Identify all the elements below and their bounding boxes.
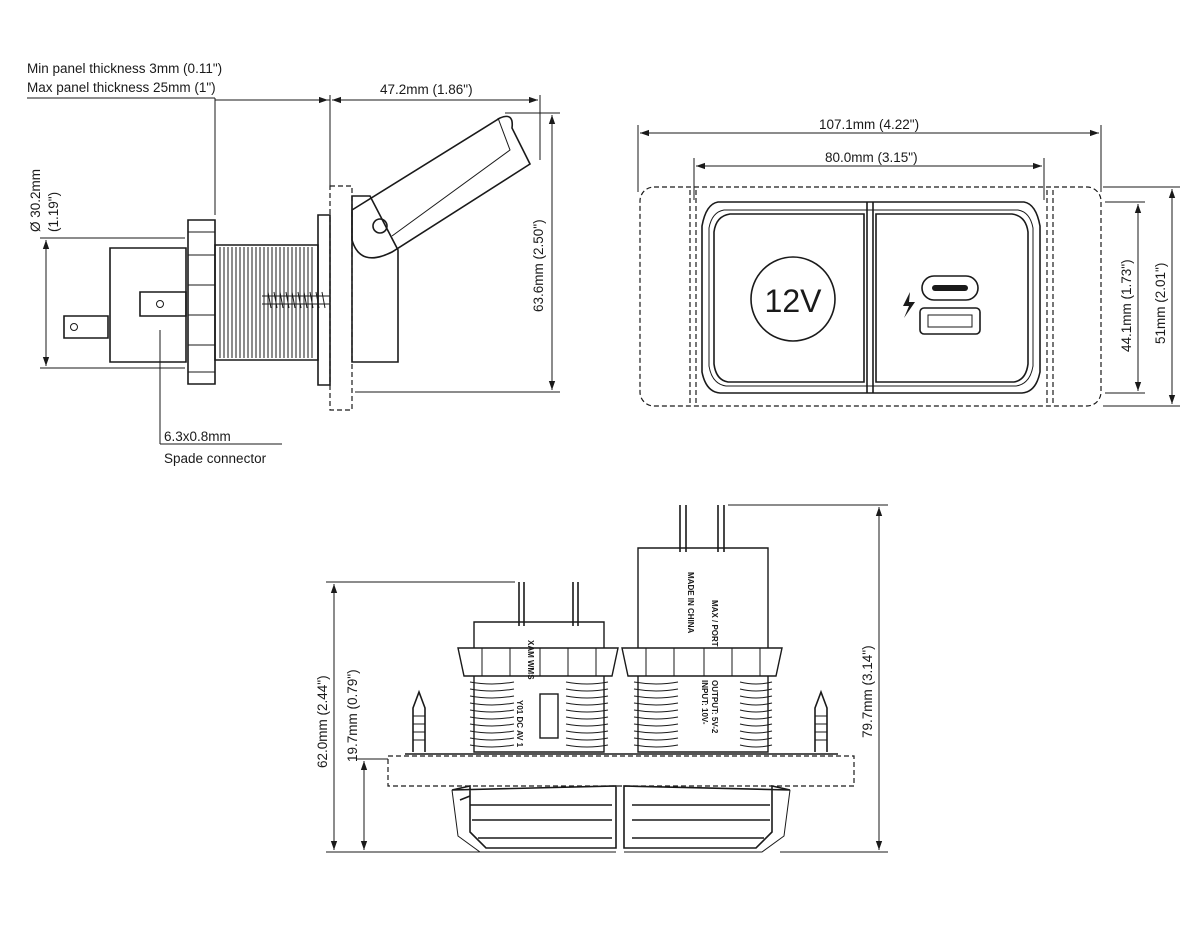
- depth-dimension-label: 47.2mm (1.86"): [380, 82, 473, 97]
- left-nut: [457, 647, 619, 677]
- 12v-socket-icon: [750, 256, 836, 342]
- diameter-label-mm: Ø 30.2mm: [28, 169, 43, 232]
- 12v-socket-label: 12V: [765, 283, 823, 319]
- usb-a-port-icon: [919, 307, 981, 335]
- threaded-barrel: [214, 244, 319, 361]
- usb-socket-cap: [875, 213, 1029, 383]
- left-body-print-2: Y01 DC AV 1: [515, 700, 524, 748]
- left-socket-threads: [469, 681, 609, 748]
- usb-c-port-icon: [921, 275, 979, 301]
- left-body-print-1: XAM WMS: [526, 640, 535, 680]
- protrusion-height-label: 19.7mm (0.79"): [345, 669, 360, 762]
- side-view: Min panel thickness 3mm (0.11") Max pane…: [27, 61, 560, 466]
- right-nut: [621, 647, 783, 677]
- panel-section: [329, 185, 353, 411]
- mounting-nut: [187, 219, 216, 385]
- right-terminal-2: [717, 505, 725, 552]
- 12v-socket-cap: [713, 213, 865, 383]
- spade-terminal-front: [63, 315, 109, 339]
- right-body-print-max: MAX / PORT: [710, 600, 719, 647]
- cutout-height-label: 44.1mm (1.73"): [1119, 259, 1134, 352]
- left-cover: [451, 785, 617, 849]
- left-mounting-stud: [412, 689, 426, 752]
- total-height-label: 62.0mm (2.44"): [315, 675, 330, 768]
- rear-panel-section: [387, 755, 855, 787]
- left-terminal-1: [518, 582, 525, 626]
- diameter-label-in: (1.19"): [46, 192, 61, 232]
- lightning-icon: [903, 292, 915, 318]
- right-socket-threads: [633, 681, 773, 748]
- right-body-print-input: INPUT: 10V-: [700, 680, 709, 725]
- rear-cup: [109, 247, 187, 363]
- spade-size-label: 6.3x0.8mm: [164, 429, 231, 444]
- spade-terminal-top: [139, 291, 187, 317]
- right-cover: [623, 785, 791, 849]
- front-view: 107.1mm (4.22") 80.0mm (3.15") 44.1mm (1…: [637, 117, 1180, 407]
- right-mounting-stud: [814, 689, 828, 752]
- bezel-body: [351, 195, 399, 363]
- socket-bezel: [701, 201, 1041, 394]
- min-panel-thickness-label: Min panel thickness 3mm (0.11"): [27, 61, 222, 76]
- right-body-print-output: OUTPUT: 5V-2: [710, 680, 719, 734]
- rear-view: 62.0mm (2.44") 19.7mm (0.79") 79.7mm (3.…: [315, 504, 888, 853]
- right-body-print-made-in: MADE IN CHINA: [686, 572, 695, 634]
- cutout-width-label: 80.0mm (3.15"): [825, 150, 918, 165]
- left-terminal-2: [572, 582, 579, 626]
- left-label-window: [539, 693, 559, 739]
- open-dust-cap: [351, 115, 532, 259]
- mounting-plate-outline: [639, 186, 1102, 407]
- overall-height-label: 51mm (2.01"): [1153, 263, 1168, 344]
- spade-connector-label: Spade connector: [164, 451, 267, 466]
- overall-width-label: 107.1mm (4.22"): [819, 117, 919, 132]
- overall-depth-label: 79.7mm (3.14"): [860, 645, 875, 738]
- cap-hinge: [372, 218, 388, 234]
- height-dimension-label: 63.6mm (2.50"): [531, 219, 546, 312]
- barrel-threads: [219, 247, 313, 358]
- max-panel-thickness-label: Max panel thickness 25mm (1"): [27, 80, 216, 95]
- right-terminal-1: [679, 505, 687, 552]
